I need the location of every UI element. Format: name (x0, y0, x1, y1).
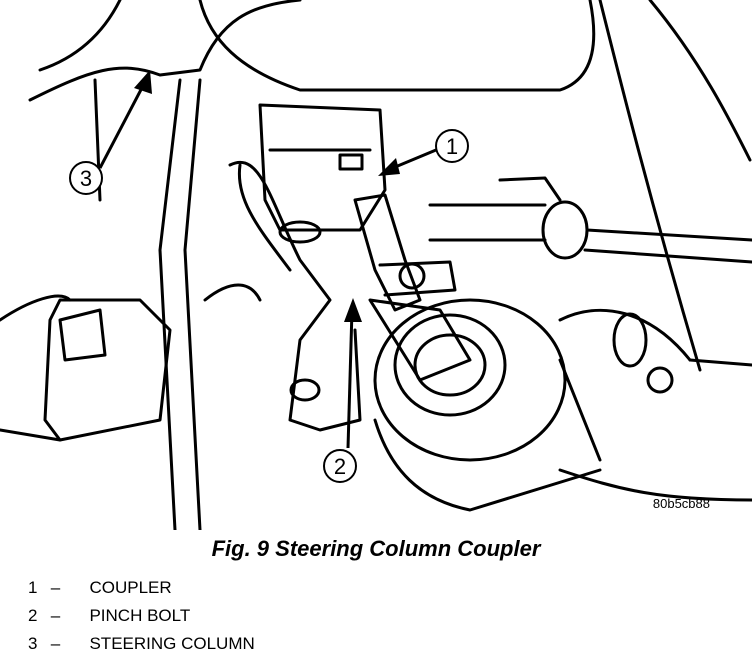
legend-label: PINCH BOLT (89, 606, 191, 625)
upper-shroud (198, 0, 596, 92)
left-panel-edge (158, 78, 182, 530)
callout-1-arrowhead (378, 158, 400, 176)
callout-2-number: 2 (334, 454, 346, 479)
callout-2-arrowhead (344, 298, 362, 322)
legend-item: 2 – PINCH BOLT (28, 602, 255, 630)
legend-number: 3 (28, 634, 38, 653)
image-code: 80b5cb88 (653, 496, 710, 511)
steering-column-drawing: 1 2 3 80b5cb88 (0, 0, 752, 530)
callout-1: 1 (435, 129, 469, 163)
intermediate-shaft (368, 298, 472, 382)
legend-list: 1 – COUPLER 2 – PINCH BOLT 3 – STEERING … (28, 574, 255, 658)
electrical-module (43, 298, 172, 442)
legend-label: STEERING COLUMN (89, 634, 255, 653)
callout-3-arrowhead (134, 70, 152, 94)
legend-number: 1 (28, 578, 38, 597)
legend-dash: – (50, 634, 61, 653)
diagram-illustration: 1 2 3 80b5cb88 (0, 0, 752, 530)
legend-label: COUPLER (89, 578, 172, 597)
mounting-bracket (228, 160, 362, 432)
legend-number: 2 (28, 606, 38, 625)
callout-1-number: 1 (446, 134, 458, 159)
dash-outline (28, 0, 302, 102)
callout-2-leader (346, 309, 354, 449)
figure-caption: Fig. 9 Steering Column Coupler (211, 536, 541, 561)
coupler (353, 193, 422, 312)
callout-3: 3 (69, 161, 103, 195)
legend-dash: – (50, 606, 61, 625)
legend-item: 3 – STEERING COLUMN (28, 630, 255, 658)
steering-column-body (258, 103, 387, 232)
legend-dash: – (50, 578, 61, 597)
callout-3-leader (98, 81, 147, 169)
callout-3-number: 3 (80, 166, 92, 191)
legend-item: 1 – COUPLER (28, 574, 255, 602)
callout-2: 2 (323, 449, 357, 483)
steering-gear-housing (373, 298, 567, 462)
